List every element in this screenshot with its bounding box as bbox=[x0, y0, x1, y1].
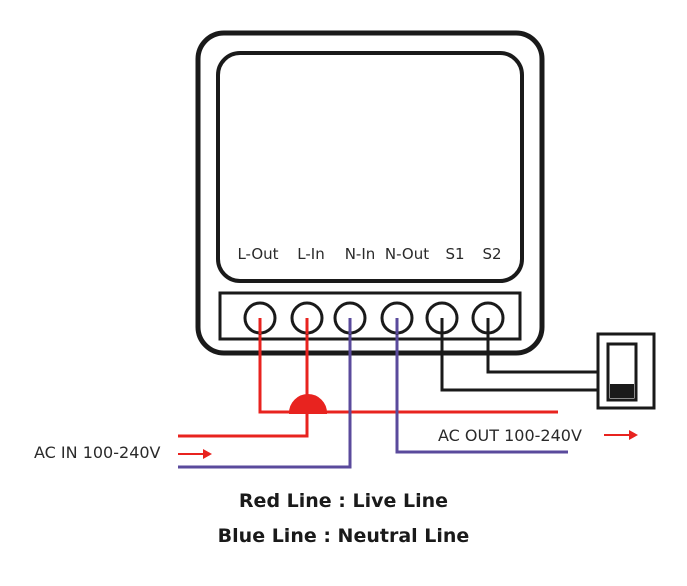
legend-live-line: Red Line : Live Line bbox=[238, 490, 449, 512]
live-wire-out bbox=[258, 318, 558, 414]
switch-wire-s1 bbox=[440, 320, 600, 392]
terminal-label-n-out: N-Out bbox=[385, 245, 429, 263]
terminal-label-l-out: L-Out bbox=[237, 245, 278, 263]
terminal-label-s1: S1 bbox=[445, 245, 464, 263]
switch-wire-s2 bbox=[486, 320, 600, 374]
live-wire-in bbox=[178, 318, 309, 438]
ac-in-arrow-icon bbox=[178, 449, 212, 459]
ac-out-arrow-icon bbox=[604, 430, 638, 440]
neutral-wire-in bbox=[178, 318, 352, 469]
ac-in-label: AC IN 100-240V bbox=[34, 443, 161, 462]
legend-neutral-line: Blue Line : Neutral Line bbox=[217, 525, 470, 547]
terminal-label-l-in: L-In bbox=[297, 245, 324, 263]
terminal-label-s2: S2 bbox=[482, 245, 501, 263]
neutral-wire-out bbox=[395, 318, 568, 454]
ac-out-label: AC OUT 100-240V bbox=[438, 426, 582, 445]
terminal-label-n-in: N-In bbox=[345, 245, 376, 263]
wall-switch-icon bbox=[596, 332, 656, 410]
switch-module-panel bbox=[216, 51, 524, 283]
